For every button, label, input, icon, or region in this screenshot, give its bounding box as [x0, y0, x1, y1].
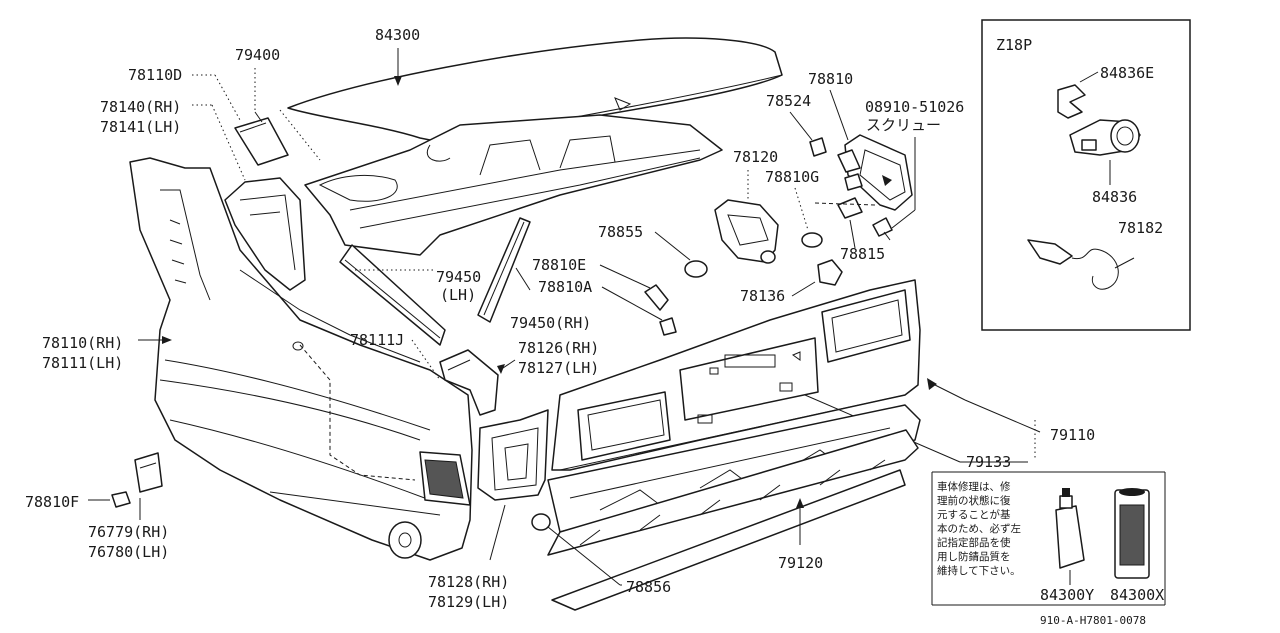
- part-78810f-clip: [111, 452, 163, 508]
- part-79400-pad: [234, 117, 289, 166]
- label-78524: 78524: [766, 92, 811, 110]
- label-78110: 78110(RH): [42, 334, 123, 352]
- notice-line-5: 記指定部品を使: [937, 536, 1011, 549]
- notice-line-1: 車体修理は、修: [937, 480, 1011, 493]
- part-84836-socket: [1069, 119, 1141, 156]
- part-78128-bracket: [477, 409, 549, 501]
- label-78815: 78815: [840, 245, 885, 263]
- label-78855: 78855: [598, 223, 643, 241]
- part-84300y-tube: [1055, 488, 1085, 585]
- label-79450-lh-b: (LH): [440, 286, 476, 304]
- diagram-footer-code: 910-A-H7801-0078: [1040, 614, 1146, 627]
- notice-line-3: 元することが基: [937, 508, 1011, 521]
- label-78120: 78120: [733, 148, 778, 166]
- label-78810e: 78810E: [532, 256, 586, 274]
- label-78141: 78141(LH): [100, 118, 181, 136]
- notice-line-2: 理前の状態に復: [937, 494, 1011, 507]
- label-79133: 79133: [966, 453, 1011, 471]
- part-78810g-bulb: [801, 232, 823, 248]
- part-78810e-clip: [644, 284, 677, 336]
- label-84300y: 84300Y: [1040, 586, 1094, 604]
- part-84836e-clip: [1057, 84, 1086, 119]
- part-79110-rear-panel: [551, 279, 921, 471]
- part-78120-lamp-housing: [714, 199, 779, 264]
- part-78140-bracket: [224, 177, 306, 291]
- label-78810f: 78810F: [25, 493, 79, 511]
- inset-z18p: Z18P 84836E 84836 78182: [981, 19, 1191, 331]
- label-78810g: 78810G: [765, 168, 819, 186]
- label-79110: 79110: [1050, 426, 1095, 444]
- label-78136: 78136: [740, 287, 785, 305]
- part-78126-bracket: [439, 349, 499, 416]
- notice-line-6: 用し防錆品質を: [937, 550, 1011, 563]
- label-78182: 78182: [1118, 219, 1163, 237]
- label-78129: 78129(LH): [428, 593, 509, 611]
- part-79450-rh-strip: [477, 217, 531, 323]
- part-08910-screw: [872, 217, 893, 241]
- label-84836: 84836: [1092, 188, 1137, 206]
- part-78855-grommet: [684, 260, 708, 278]
- part-79120-lower-panel: [547, 404, 921, 611]
- notice-line-4: 本のため、必ず左: [937, 522, 1021, 535]
- label-78856: 78856: [626, 578, 671, 596]
- label-78810a: 78810A: [538, 278, 592, 296]
- part-78524-nut: [809, 137, 827, 157]
- label-08910-kana: スクリュー: [866, 116, 941, 134]
- label-78111j: 78111J: [350, 331, 404, 349]
- part-78182-wire: [1027, 239, 1119, 290]
- label-76779: 76779(RH): [88, 523, 169, 541]
- label-78127: 78127(LH): [518, 359, 599, 377]
- label-84300: 84300: [375, 26, 420, 44]
- label-78128: 78128(RH): [428, 573, 509, 591]
- label-79450-rh: 79450(RH): [510, 314, 591, 332]
- label-76780: 76780(LH): [88, 543, 169, 561]
- part-78110-quarter-panel: [129, 157, 473, 561]
- label-84836e: 84836E: [1100, 64, 1154, 82]
- label-08910: 08910-51026: [865, 98, 964, 116]
- notice-box: 車体修理は、修 理前の状態に復 元することが基 本のため、必ず左 記指定部品を使…: [931, 471, 1166, 606]
- inset-code-label: Z18P: [996, 36, 1032, 54]
- part-78136-socket: [817, 259, 843, 286]
- part-78856-plug: [531, 513, 551, 531]
- label-79120: 79120: [778, 554, 823, 572]
- label-79450-lh-a: 79450: [436, 268, 481, 286]
- label-78126: 78126(RH): [518, 339, 599, 357]
- part-78810-plate: [837, 134, 913, 211]
- label-78140: 78140(RH): [100, 98, 181, 116]
- part-84300x-can: [1114, 488, 1150, 579]
- label-78810: 78810: [808, 70, 853, 88]
- part-78815-clip: [837, 197, 863, 219]
- label-78111: 78111(LH): [42, 354, 123, 372]
- notice-line-7: 維持して下さい。: [937, 564, 1021, 577]
- label-79400: 79400: [235, 46, 280, 64]
- label-84300x: 84300X: [1110, 586, 1164, 604]
- label-78110d: 78110D: [128, 66, 182, 84]
- part-79450-lh-strip: [339, 244, 446, 346]
- part-upper-back-panel: [304, 114, 723, 256]
